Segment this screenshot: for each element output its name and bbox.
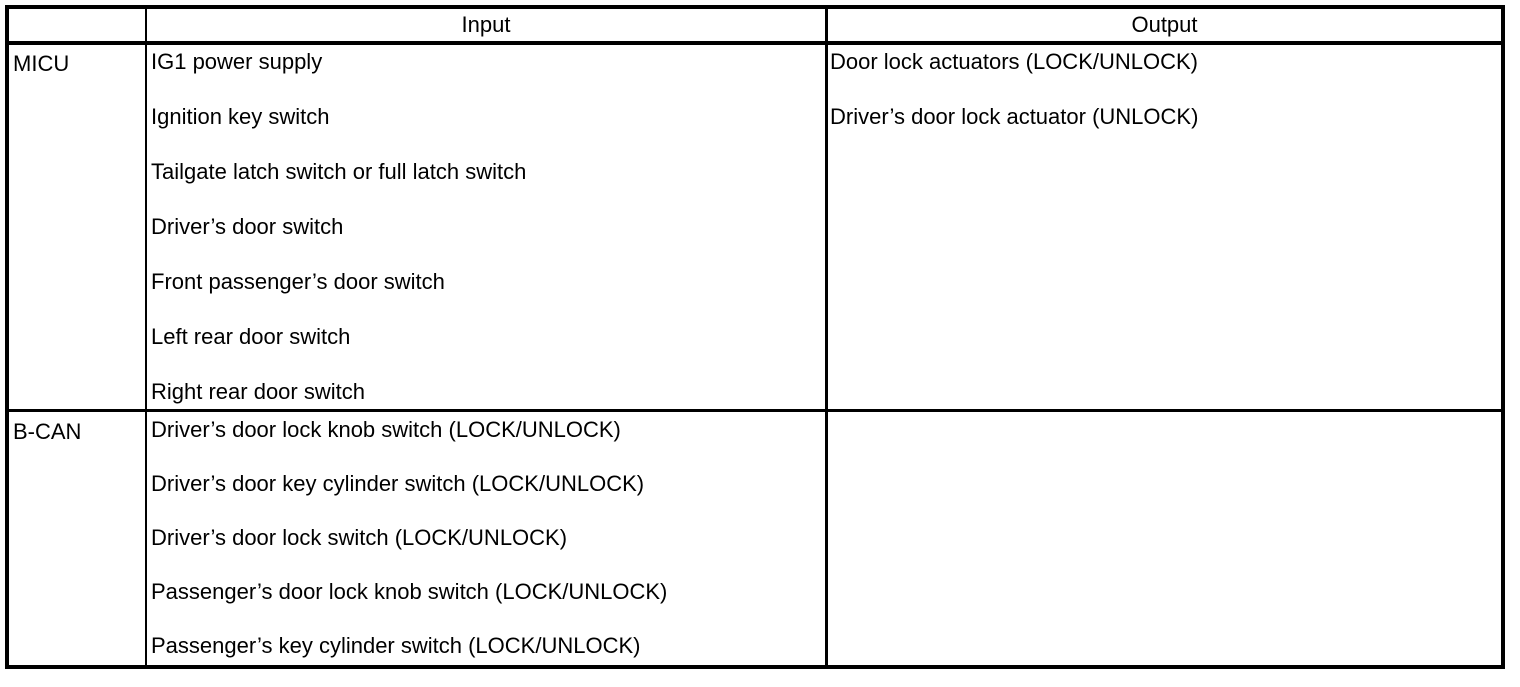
column-header-output: Output (1131, 12, 1198, 37)
list-item: Door lock actuators (LOCK/UNLOCK) (830, 49, 1198, 74)
list-item: Driver’s door lock knob switch (LOCK/UNL… (151, 417, 621, 442)
list-item: Ignition key switch (151, 104, 330, 129)
input-output-table: Input Output MICU IG1 power supply Ignit… (5, 5, 1505, 669)
list-item: Left rear door switch (151, 324, 351, 349)
bcan-input-list: Driver’s door lock knob switch (LOCK/UNL… (151, 417, 823, 687)
input-output-divider (825, 9, 828, 665)
list-item: Right rear door switch (151, 379, 365, 404)
list-item: Driver’s door lock switch (LOCK/UNLOCK) (151, 525, 568, 550)
unit-column-divider (145, 9, 147, 665)
list-item: Driver’s door switch (151, 214, 344, 239)
section-divider (9, 409, 1501, 412)
header-divider (9, 41, 1501, 45)
micu-output-list: Door lock actuators (LOCK/UNLOCK) Driver… (830, 49, 1498, 159)
micu-input-list: IG1 power supply Ignition key switch Tai… (151, 49, 823, 434)
list-item: Tailgate latch switch or full latch swit… (151, 159, 527, 184)
list-item: Passenger’s key cylinder switch (LOCK/UN… (151, 633, 641, 658)
unit-label-bcan: B-CAN (13, 419, 82, 444)
unit-label-micu: MICU (13, 51, 70, 76)
list-item: Driver’s door key cylinder switch (LOCK/… (151, 471, 645, 496)
list-item: Front passenger’s door switch (151, 269, 445, 294)
list-item: Driver’s door lock actuator (UNLOCK) (830, 104, 1199, 129)
list-item: Passenger’s door lock knob switch (LOCK/… (151, 579, 668, 604)
column-header-unit (9, 9, 145, 41)
column-header-input: Input (461, 12, 511, 37)
list-item: IG1 power supply (151, 49, 323, 74)
table-inner: Input Output MICU IG1 power supply Ignit… (9, 9, 1501, 665)
